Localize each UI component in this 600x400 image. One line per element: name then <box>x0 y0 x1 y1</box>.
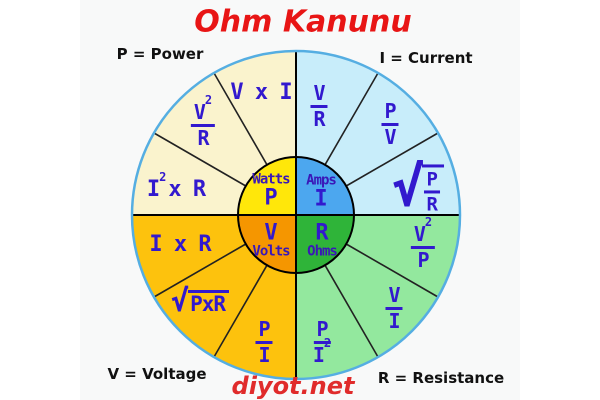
hub-current: Amps I <box>306 172 337 212</box>
hub-wedge-voltage <box>238 215 296 273</box>
legend-power: P = Power <box>116 45 204 63</box>
divider-line <box>324 72 379 166</box>
formula-resistance-v-over-i: V I <box>385 285 403 331</box>
formula-resistance-v2-over-p: V2 P <box>410 216 436 270</box>
formula-power-i2-times-r: I2x R <box>146 169 206 202</box>
hub-resistance: R Ohms <box>307 220 338 260</box>
hub-power: Watts P <box>252 171 290 211</box>
divider-line <box>213 264 268 358</box>
formula-resistance-p-over-i2: P I2 <box>312 317 332 367</box>
formula-voltage-p-over-i: P I <box>255 319 273 365</box>
hub-wedge-current <box>296 157 354 215</box>
legend-resistance: R = Resistance <box>377 369 505 387</box>
outer-ring <box>130 49 462 381</box>
divider-line <box>345 132 439 187</box>
divider-line <box>153 132 247 187</box>
inner-ring <box>237 156 355 274</box>
divider-line <box>324 264 379 358</box>
divider-line <box>345 243 439 298</box>
divider-line <box>213 72 268 166</box>
legend-current: I = Current <box>379 49 473 67</box>
formula-current-p-over-v: P V <box>381 101 399 147</box>
formula-current-sqrt-p-over-r: √ P R <box>392 155 444 219</box>
radical-icon: √ <box>171 284 189 319</box>
watermark: diyot.net <box>231 372 355 400</box>
hub-wedge-resistance <box>296 215 354 273</box>
radical-icon: √ <box>392 155 425 219</box>
formula-voltage-sqrt-p-times-r: √ PxR <box>171 284 229 319</box>
hub-voltage: V Volts <box>252 220 290 260</box>
formula-voltage-i-times-r: I x R <box>149 232 211 257</box>
formula-power-v-times-i: V x I <box>230 80 292 105</box>
divider-line <box>153 243 247 298</box>
formula-power-v2-over-r: V2 R <box>190 94 216 148</box>
legend-voltage: V = Voltage <box>107 365 207 383</box>
formula-current-v-over-r: V R <box>310 83 328 129</box>
hub-wedge-power <box>238 157 296 215</box>
page-title: Ohm Kanunu <box>194 4 412 40</box>
